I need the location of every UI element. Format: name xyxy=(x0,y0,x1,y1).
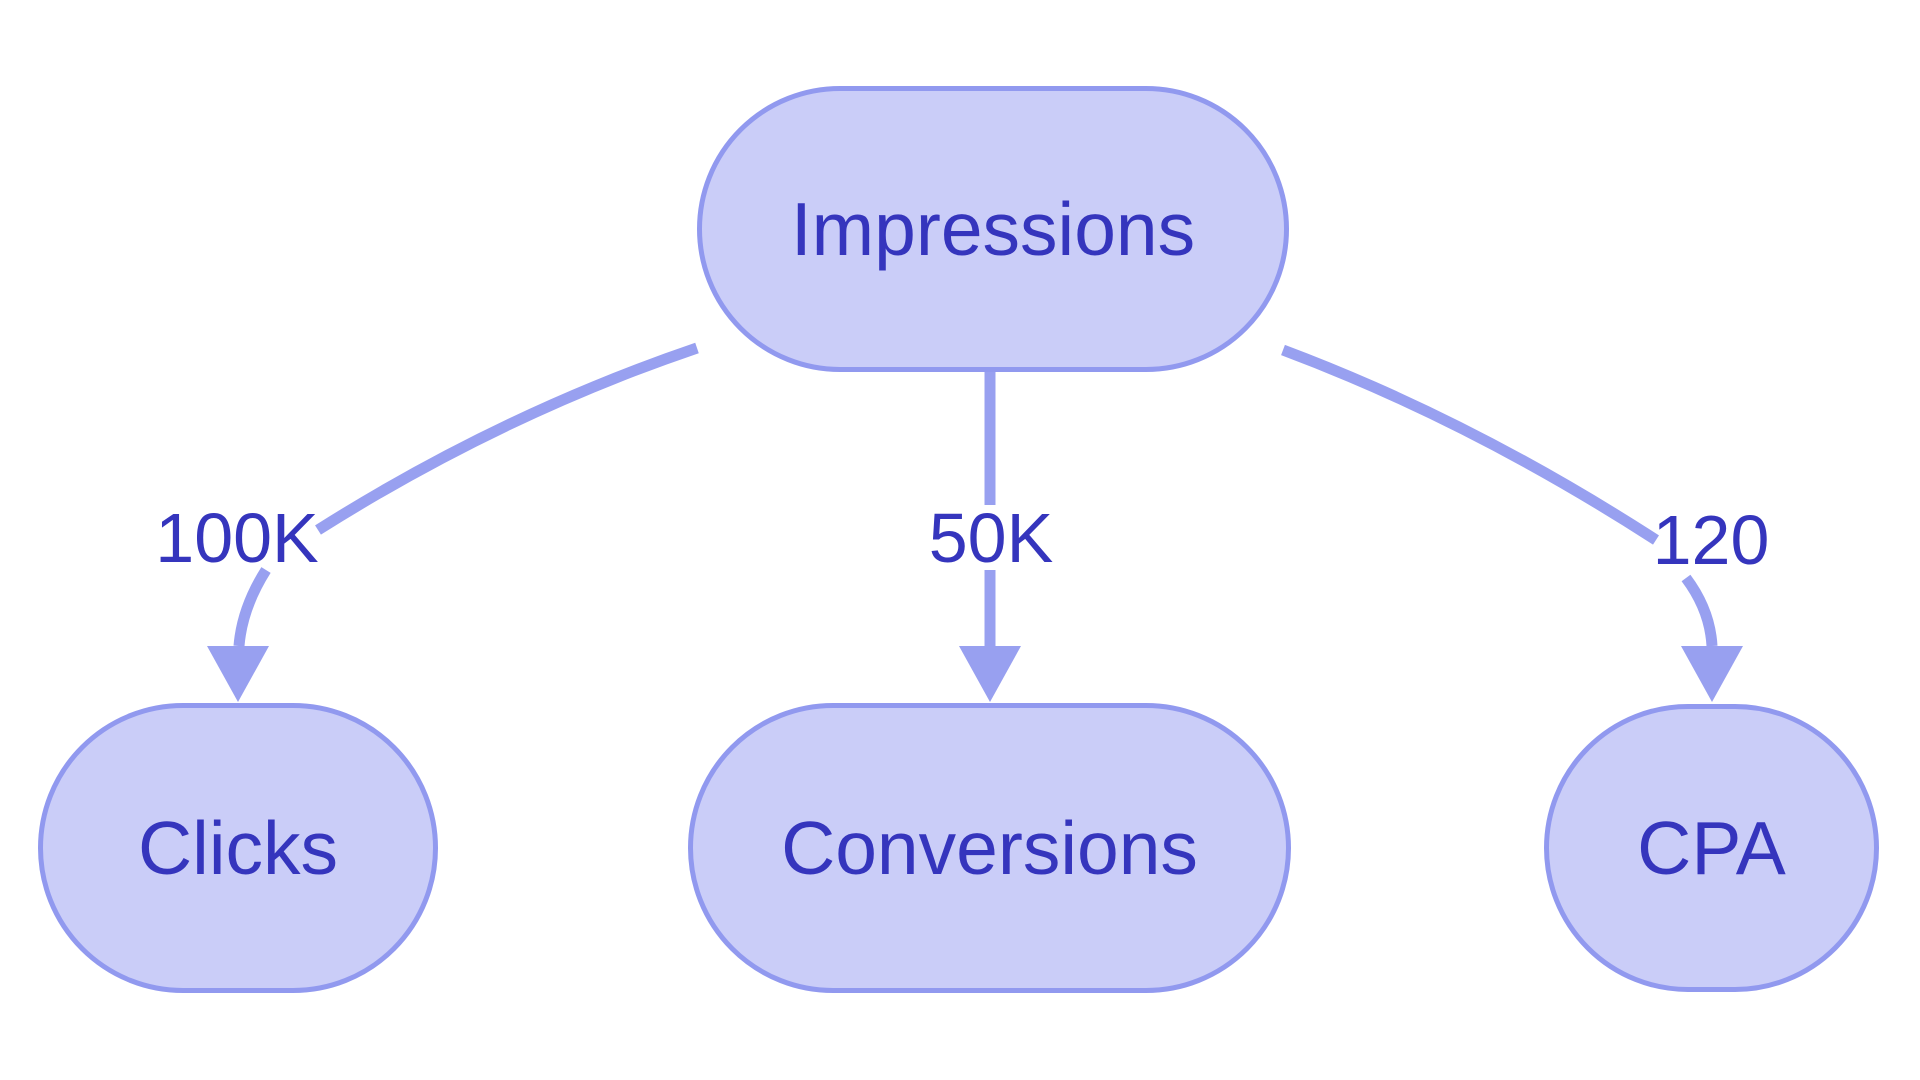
node-impressions: Impressions xyxy=(697,86,1289,372)
edge-impressions-clicks-arrowhead-icon xyxy=(207,646,269,702)
node-cpa: CPA xyxy=(1544,704,1879,992)
edge-impressions-clicks-lower-segment xyxy=(233,567,271,647)
edge-impressions-cpa-lower-segment xyxy=(1681,574,1718,647)
edge-impressions-cpa-upper-segment xyxy=(1281,344,1659,545)
node-conversions: Conversions xyxy=(688,703,1291,993)
node-clicks-label: Clicks xyxy=(138,805,338,890)
edge-impressions-conversions-label: 50K xyxy=(928,499,1054,577)
edge-impressions-cpa-arrowhead-icon xyxy=(1681,646,1743,702)
node-clicks: Clicks xyxy=(38,703,438,993)
edge-impressions-conversions-arrowhead-icon xyxy=(959,646,1021,702)
edge-impressions-clicks-label: 100K xyxy=(155,499,319,577)
node-cpa-label: CPA xyxy=(1637,805,1786,890)
edge-impressions-clicks-upper-segment xyxy=(315,342,699,535)
node-conversions-label: Conversions xyxy=(781,805,1198,890)
edge-impressions-cpa-label: 120 xyxy=(1652,501,1770,579)
node-impressions-label: Impressions xyxy=(790,186,1196,271)
